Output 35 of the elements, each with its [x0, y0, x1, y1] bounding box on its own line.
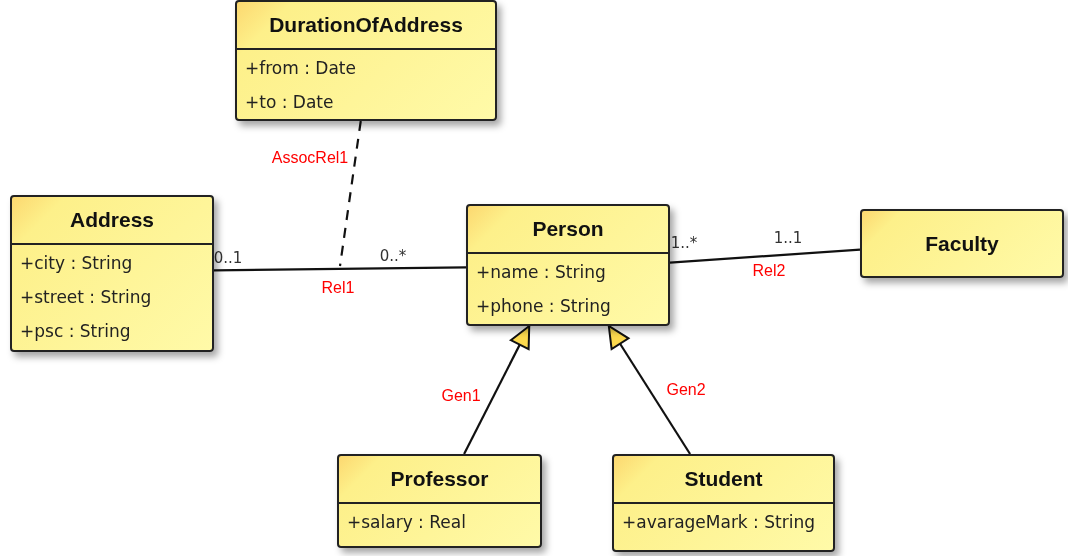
- edge-label: Rel1: [321, 280, 355, 296]
- class-box: [612, 454, 835, 552]
- dashed-connector: [338, 120, 362, 267]
- attribute-text: +salary : Real: [347, 511, 467, 534]
- attribute-text: +name : String: [476, 261, 607, 284]
- attribute-text: +phone : String: [476, 295, 612, 318]
- multiplicity-label: 0..*: [379, 248, 407, 264]
- class-box: [10, 195, 214, 352]
- generalization-arrow: [607, 325, 691, 455]
- multiplicity-label: 1..*: [670, 235, 698, 251]
- multiplicity-label: 1..1: [773, 230, 803, 246]
- class-box: [466, 204, 670, 326]
- class-name: Person: [532, 216, 604, 243]
- attribute-text: +avarageMark : String: [622, 511, 816, 534]
- generalization-arrow: [463, 325, 531, 455]
- association-line: [669, 248, 861, 264]
- class-name: Professor: [390, 466, 489, 493]
- edge-label: Rel2: [752, 263, 786, 279]
- association-line: [214, 266, 466, 272]
- attribute-text: +from : Date: [245, 57, 357, 80]
- attribute-text: +to : Date: [245, 91, 335, 114]
- class-box: [337, 454, 542, 548]
- class-box: [235, 0, 497, 121]
- edge-label: Gen2: [666, 382, 706, 398]
- class-name: DurationOfAddress: [269, 12, 463, 39]
- multiplicity-label: 0..1: [213, 250, 243, 266]
- attribute-text: +psc : String: [20, 320, 132, 343]
- class-name: Student: [684, 466, 763, 493]
- edge-label: Gen1: [441, 388, 481, 404]
- edge-label: AssocRel1: [271, 150, 349, 166]
- class-box: [860, 209, 1064, 278]
- attribute-text: +street : String: [20, 286, 153, 309]
- attribute-text: +city : String: [20, 252, 134, 275]
- class-name: Address: [70, 207, 154, 234]
- class-name: Faculty: [925, 230, 999, 257]
